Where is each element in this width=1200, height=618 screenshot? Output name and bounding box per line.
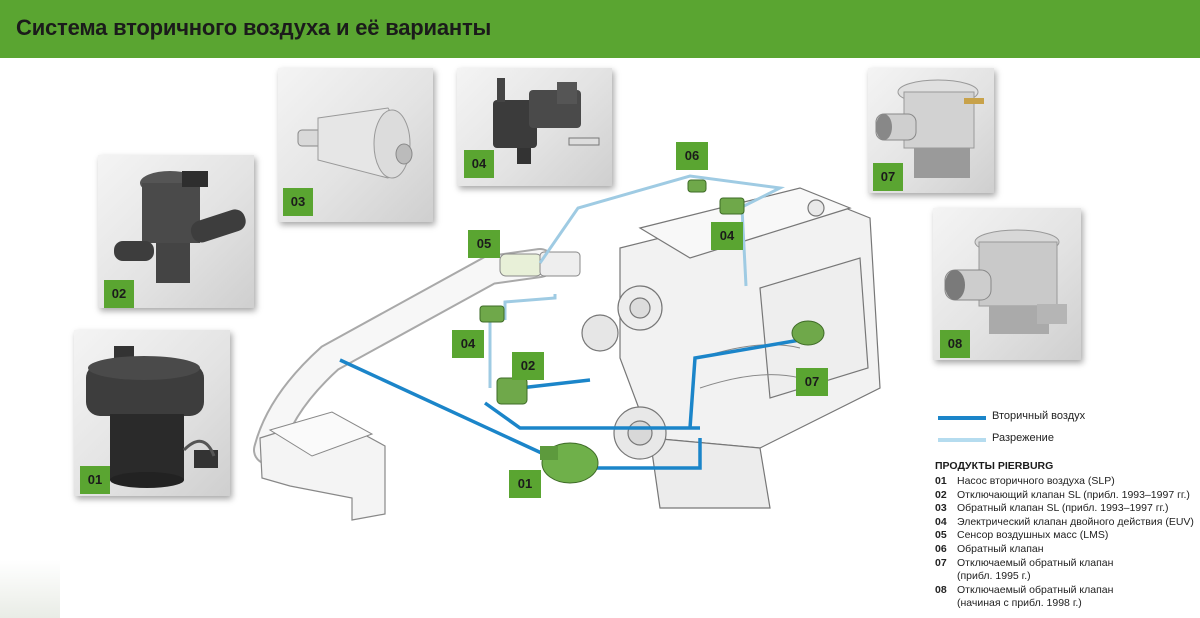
product-item: 03 Обратный клапан SL (прибл. 1993–1997 г…: [935, 502, 1197, 516]
diagram-switchable-check-valve: [791, 320, 825, 346]
product-code: 07: [935, 556, 947, 569]
callout-07: 07: [796, 368, 828, 396]
callout-05: 05: [468, 230, 500, 258]
product-code: 05: [935, 529, 947, 542]
check-valve-image: [297, 107, 413, 179]
callout-01: 01: [509, 470, 541, 498]
product-text: (начиная с прибл. 1998 г.): [957, 597, 1082, 610]
product-item: 02 Отключающий клапан SL (прибл. 1993–199…: [935, 489, 1197, 503]
callout-06: 06: [676, 142, 708, 170]
diagram-shutoff-valve: [496, 377, 528, 405]
product-item: 08 Отключаемый обратный клапан: [935, 584, 1197, 598]
product-code: 03: [935, 502, 947, 515]
photo-04-label: 04: [464, 150, 494, 178]
product-code: [935, 570, 957, 584]
switchable-check-valve-image: [875, 79, 984, 178]
photo-08-label: 08: [940, 330, 970, 358]
product-item-continued: (начиная с прибл. 1998 г.): [935, 597, 1197, 611]
product-text: Насос вторичного воздуха (SLP): [957, 475, 1115, 487]
product-text: (прибл. 1995 г.): [957, 570, 1031, 583]
callout-02: 02: [512, 352, 544, 380]
product-code: 02: [935, 488, 947, 501]
legend-secondary-air-swatch: [938, 416, 986, 420]
air-pump-image: [86, 346, 218, 488]
header-bar: Система вторичного воздуха и её варианты: [0, 0, 1200, 58]
switchable-check-valve-image-2: [944, 229, 1067, 334]
diagram-euv-valve-left: [479, 305, 505, 323]
shutoff-valve-image: [114, 171, 246, 283]
product-item: 06 Обратный клапан: [935, 543, 1197, 557]
products-heading: ПРОДУКТЫ PIERBURG: [935, 460, 1054, 472]
product-code: 06: [935, 542, 947, 555]
secondary-air-lines: [339, 338, 801, 470]
legend-secondary-air-label: Вторичный воздух: [992, 410, 1086, 422]
photo-07-label: 07: [873, 163, 903, 191]
photo-03-label: 03: [283, 188, 313, 216]
photo-01-label: 01: [80, 466, 110, 494]
diagram-check-valve: [687, 179, 707, 193]
product-code: 04: [935, 515, 947, 528]
product-code: 08: [935, 583, 947, 596]
photo-02-label: 02: [104, 280, 134, 308]
engine-diagram: [253, 174, 881, 521]
callout-04-top: 04: [711, 222, 743, 250]
product-text: Электрический клапан двойного действия (…: [957, 515, 1194, 528]
product-text: Отключаемый обратный клапан: [957, 556, 1114, 569]
product-text: Отключающий клапан SL (прибл. 1993–1997 …: [957, 488, 1190, 501]
product-code: [935, 597, 957, 611]
product-item: 07 Отключаемый обратный клапан: [935, 557, 1197, 571]
product-text: Обратный клапан: [957, 542, 1044, 555]
product-item-continued: (прибл. 1995 г.): [935, 570, 1197, 584]
product-text: Отключаемый обратный клапан: [957, 583, 1114, 596]
euv-valve-image: [493, 78, 600, 164]
product-text: Обратный клапан SL (прибл. 1993–1997 гг.…: [957, 502, 1169, 515]
product-item: 01 Насос вторичного воздуха (SLP): [935, 475, 1197, 489]
page-title: Система вторичного воздуха и её варианты: [16, 15, 492, 40]
diagram-euv-valve-top: [719, 197, 745, 215]
legend-vacuum-label: Разрежение: [992, 432, 1054, 444]
product-code: 01: [935, 475, 947, 487]
decorative-corner: [0, 560, 60, 618]
product-text: Сенсор воздушных масс (LMS): [957, 529, 1109, 542]
product-item: 05 Сенсор воздушных масс (LMS): [935, 529, 1197, 543]
products-list: ПРОДУКТЫ PIERBURG 01 Насос вторичного воз…: [935, 460, 1197, 611]
air-mass-sensor: [499, 253, 543, 277]
photo-07-switchable-check-valve: [868, 68, 994, 193]
callout-04-left: 04: [452, 330, 484, 358]
product-item: 04 Электрический клапан двойного действия…: [935, 516, 1197, 530]
legend-vacuum-swatch: [938, 438, 986, 442]
